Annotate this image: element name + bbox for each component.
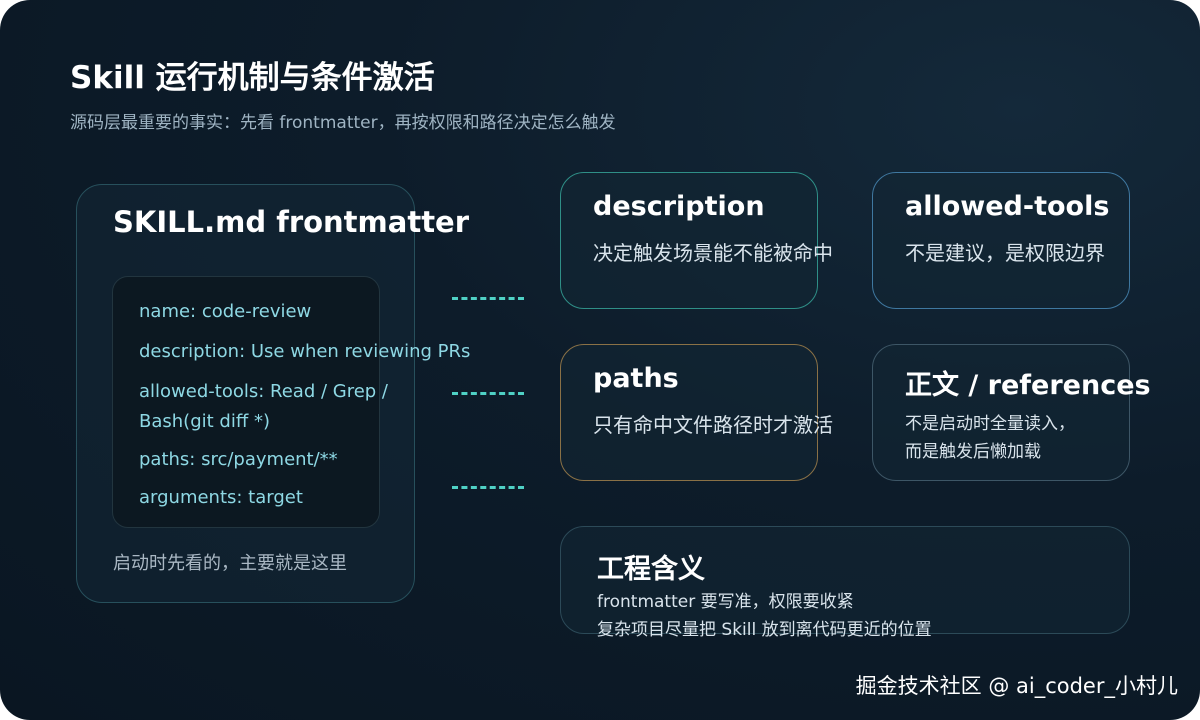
allowed-tools-card: allowed-tools 不是建议，是权限边界 <box>872 172 1130 309</box>
description-card: description 决定触发场景能不能被命中 <box>560 172 833 309</box>
code-line-allowed-tools-cont: Bash(git diff *) <box>139 411 270 432</box>
references-card: 正文 / references 不是启动时全量读入， 而是触发后懒加载 <box>872 344 1151 481</box>
frontmatter-card: SKILL.md frontmatter name: code-review d… <box>76 184 470 603</box>
references-card-body-line-2: 而是触发后懒加载 <box>905 442 1041 462</box>
code-line-paths: paths: src/payment/** <box>139 449 338 470</box>
code-line-allowed-tools: allowed-tools: Read / Grep / <box>139 381 388 402</box>
connector-engineering <box>452 486 524 489</box>
connector-description <box>452 297 524 300</box>
engineering-card: 工程含义 frontmatter 要写准，权限要收紧 复杂项目尽量把 Skill… <box>560 526 1130 640</box>
page-title: Skill 运行机制与条件激活 <box>70 60 435 96</box>
allowed-tools-card-body: 不是建议，是权限边界 <box>905 241 1105 265</box>
paths-card-title: paths <box>593 363 679 394</box>
paths-card: paths 只有命中文件路径时才激活 <box>560 344 833 481</box>
paths-card-body: 只有命中文件路径时才激活 <box>593 413 833 437</box>
engineering-card-title: 工程含义 <box>597 554 705 585</box>
code-line-description: description: Use when reviewing PRs <box>139 341 471 362</box>
allowed-tools-card-title: allowed-tools <box>905 191 1110 222</box>
references-card-body-line-1: 不是启动时全量读入， <box>905 414 1075 434</box>
page-subtitle: 源码层最重要的事实：先看 frontmatter，再按权限和路径决定怎么触发 <box>70 113 616 133</box>
code-line-name: name: code-review <box>139 301 312 322</box>
connector-paths <box>452 392 524 395</box>
frontmatter-code-block: name: code-review description: Use when … <box>112 276 470 528</box>
references-card-title: 正文 / references <box>905 370 1151 401</box>
frontmatter-note: 启动时先看的，主要就是这里 <box>113 553 347 574</box>
engineering-card-body-line-1: frontmatter 要写准，权限要收紧 <box>597 592 854 612</box>
description-card-title: description <box>593 191 765 222</box>
engineering-card-body-line-2: 复杂项目尽量把 Skill 放到离代码更近的位置 <box>597 620 932 640</box>
code-line-arguments: arguments: target <box>139 487 303 508</box>
frontmatter-title: SKILL.md frontmatter <box>113 205 470 239</box>
description-card-body: 决定触发场景能不能被命中 <box>593 241 833 265</box>
watermark: 掘金技术社区 @ ai_coder_小村儿 <box>855 674 1178 698</box>
